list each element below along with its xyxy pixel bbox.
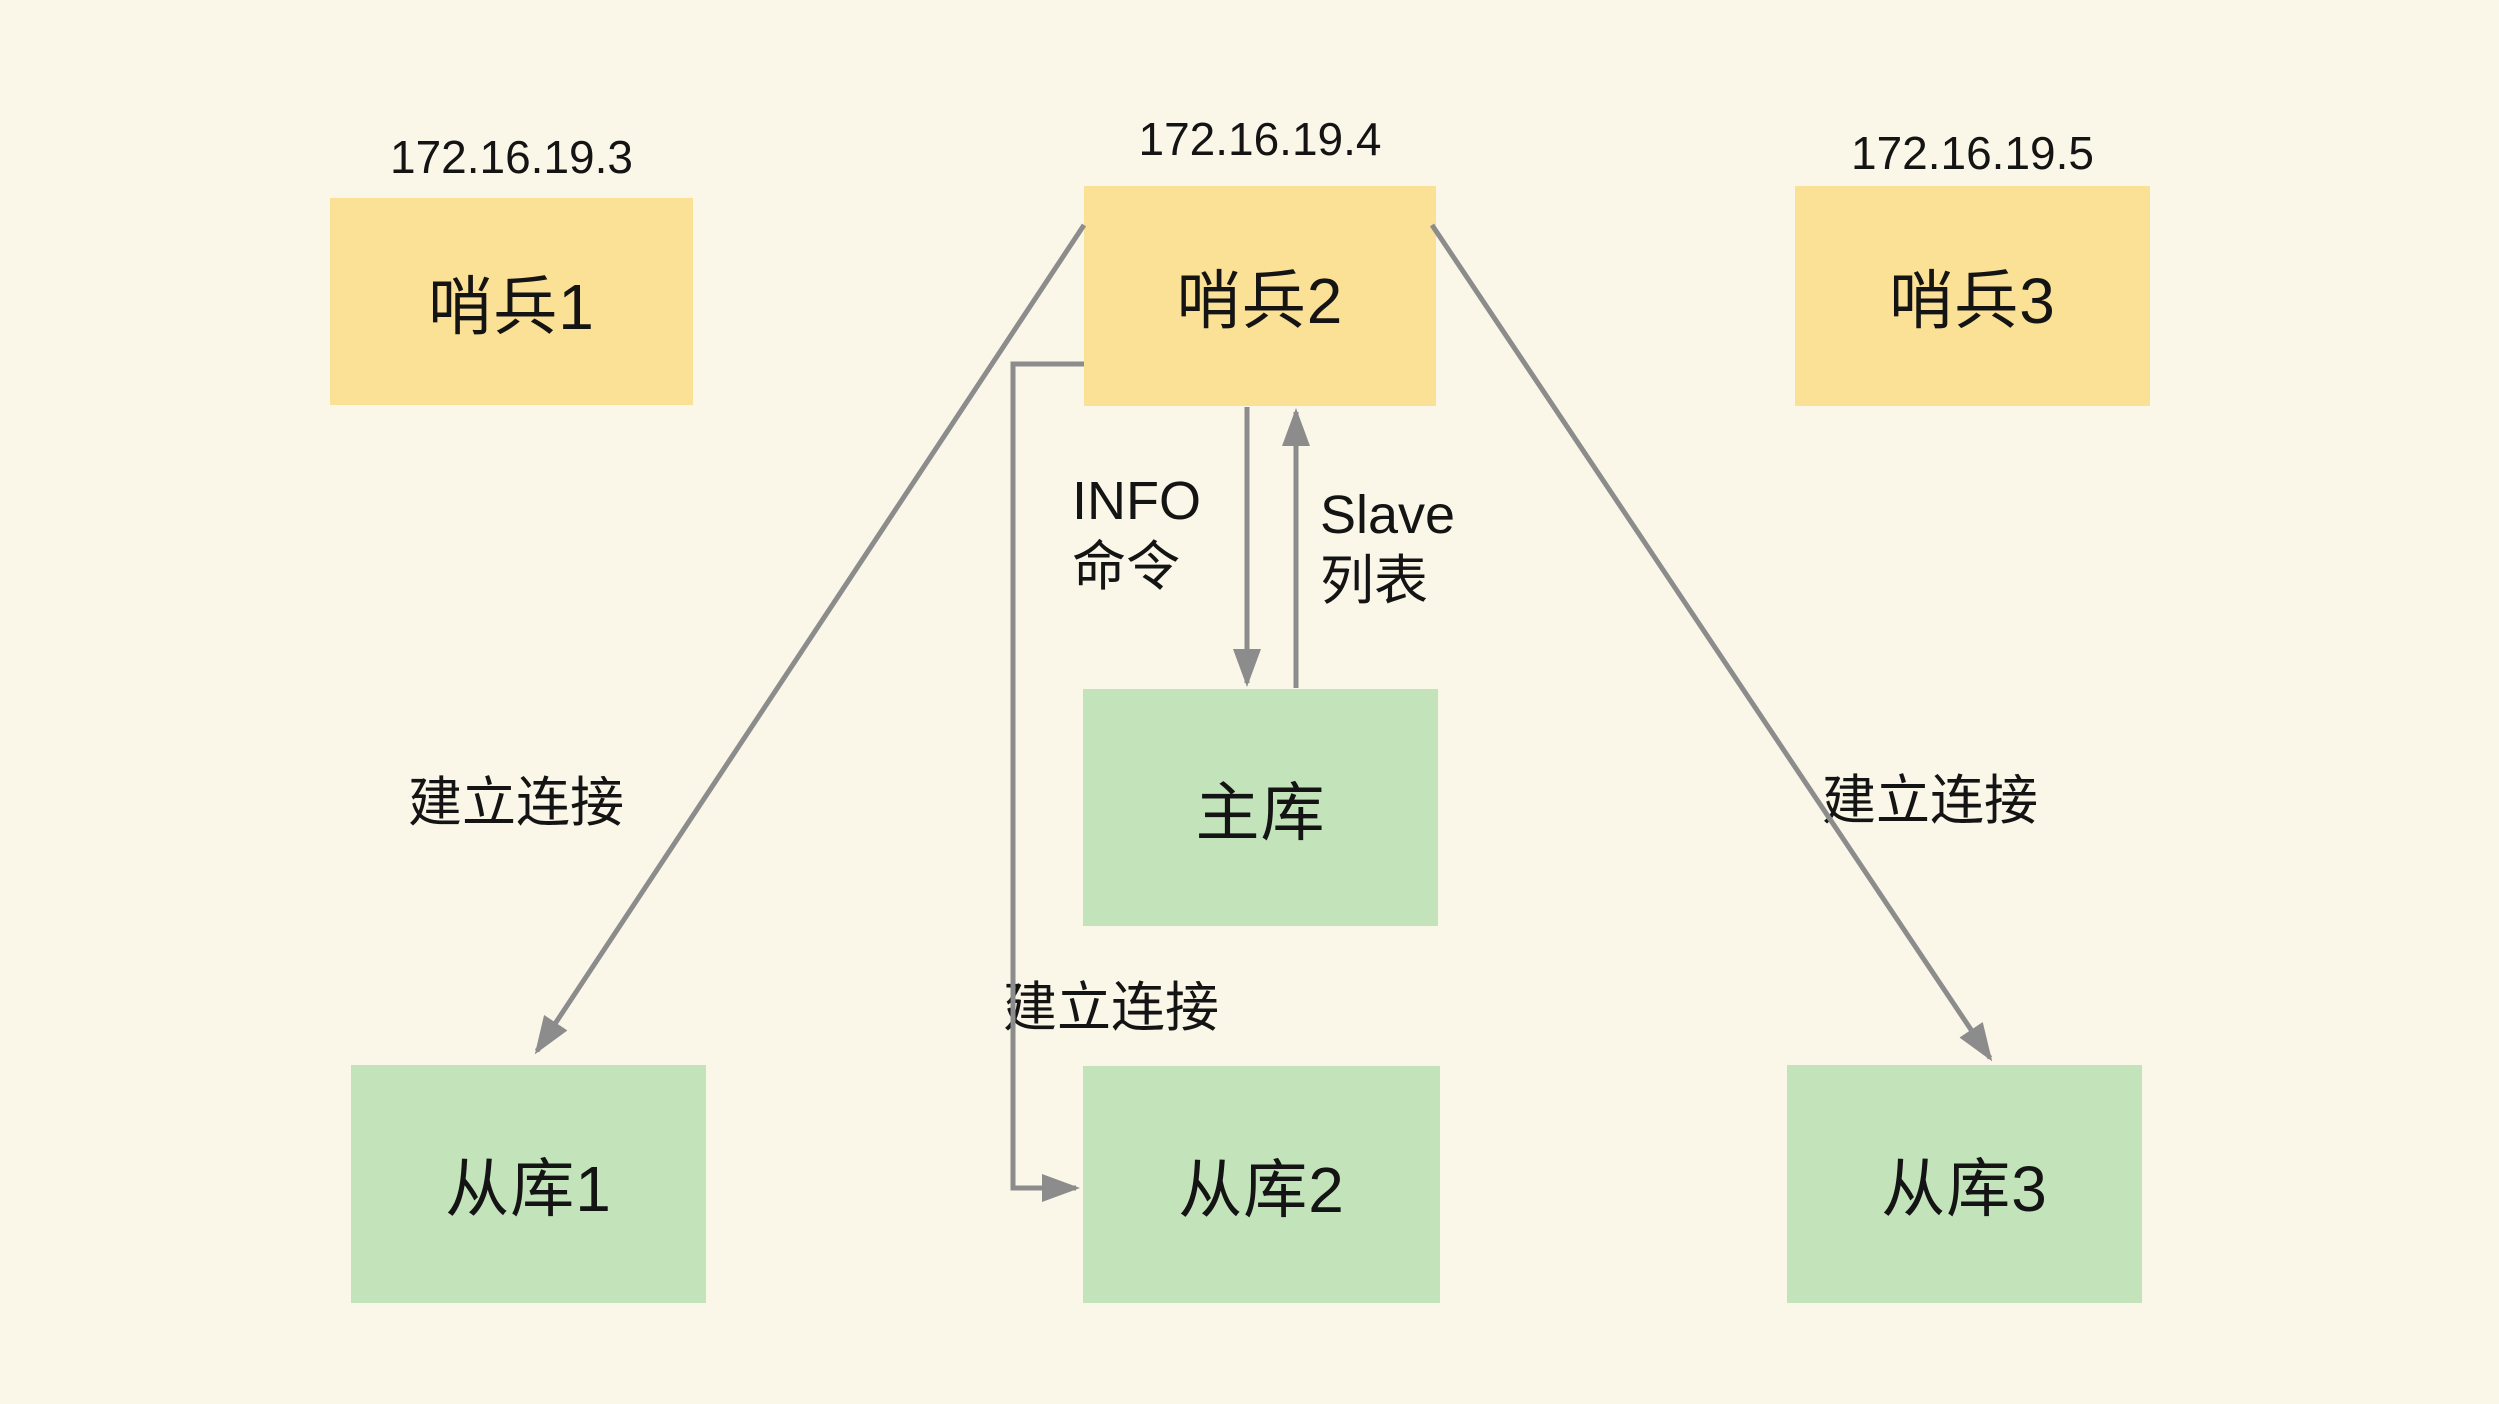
connect-right-edge-label: 建立连接	[1822, 771, 2038, 831]
slave-list-line2: 列表	[1320, 551, 1428, 611]
replica1-db-node: 从库1	[351, 1065, 706, 1303]
sentinel3-node: 哨兵3	[1795, 186, 2150, 406]
info-command-line1: INFO	[1072, 471, 1201, 531]
slave-list-line1: Slave	[1320, 485, 1456, 545]
slave-list-edge-label: Slave 列表	[1320, 482, 1455, 614]
sentinel3-ip-label: 172.16.19.5	[1850, 127, 2094, 179]
connect-middle-edge-label: 建立连接	[1003, 978, 1219, 1038]
info-command-edge-label: INFO 命令	[1072, 468, 1201, 600]
sentinel1-ip-label: 172.16.19.3	[389, 131, 633, 183]
sentinel1-node-label: 哨兵1	[428, 270, 595, 343]
replica2-db-node: 从库2	[1083, 1066, 1440, 1303]
replica3-db-node: 从库3	[1787, 1065, 2142, 1303]
replica2-db-node-label: 从库2	[1178, 1153, 1345, 1226]
sentinel2-ip-label: 172.16.19.4	[1138, 113, 1382, 165]
sentinel2-node-label: 哨兵2	[1176, 265, 1344, 337]
sentinel2-node: 哨兵2	[1084, 186, 1436, 406]
replica1-db-node-label: 从库1	[445, 1153, 612, 1225]
master-db-node: 主库	[1083, 689, 1438, 926]
sentinel3-node-label: 哨兵3	[1889, 265, 2056, 337]
sentinel1-node: 哨兵1	[330, 198, 693, 405]
info-command-line2: 命令	[1072, 537, 1180, 597]
master-db-node-label: 主库	[1195, 776, 1326, 849]
connect-left-edge-label: 建立连接	[408, 773, 624, 833]
replica3-db-node-label: 从库3	[1881, 1153, 2048, 1225]
